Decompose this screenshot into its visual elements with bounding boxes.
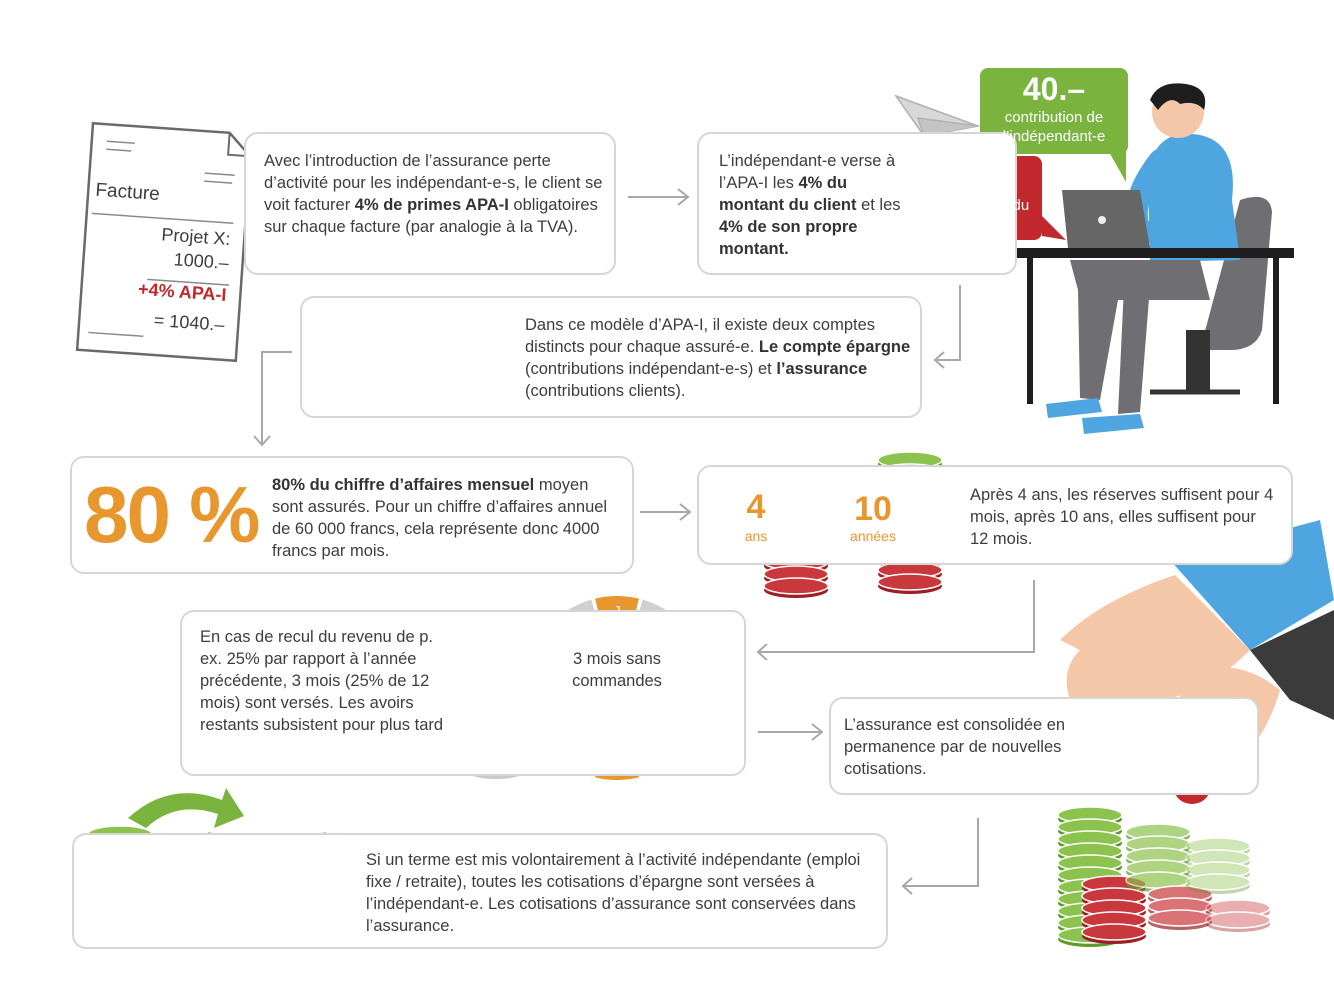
step-7-box <box>829 697 1259 795</box>
arrow-4-5 <box>640 503 692 521</box>
arrow-5-6 <box>756 580 1035 661</box>
step-7-text: L’assurance est consolidée en permanence… <box>844 716 1066 778</box>
step-6-box <box>180 610 746 776</box>
step-2-box <box>697 132 1017 275</box>
invoice-amount: 1000.– <box>173 249 230 274</box>
step-6-text: En cas de recul du revenu de p. ex. 25% … <box>200 628 444 734</box>
step-4-box <box>70 456 634 574</box>
green-curved-arrow-icon <box>128 788 244 828</box>
arrow-7-8 <box>901 818 979 895</box>
invoice-illustration <box>75 121 252 363</box>
invoice-project-label: Projet X: <box>160 224 232 250</box>
green-bubble-label: contribution de l’indépendant-e <box>1002 109 1106 145</box>
arrow-6-7 <box>758 723 824 741</box>
red-bubble: 40.– contribution du client <box>918 156 1042 234</box>
coin-towers-bottom-right <box>1057 806 1271 948</box>
step-4-text: 80% du chiffre d’affaires mensuel moyen … <box>272 476 608 560</box>
green-bubble-value: 40.– <box>1022 71 1086 107</box>
step-3-box <box>300 296 922 418</box>
step-5-box <box>697 465 1293 565</box>
step-8-box <box>72 833 888 949</box>
step-1-box <box>244 132 616 275</box>
arrow-3-4 <box>253 351 292 447</box>
wheel-center-label: 3 mois sans commandes <box>572 650 662 690</box>
invoice-text: Facture Projet X: 1000.– +4% APA-I = 104… <box>75 127 249 348</box>
step-2-text: L’indépendant-e verse à l’APA-I les 4% d… <box>719 152 901 258</box>
green-bubble: 40.– contribution de l’indépendant-e <box>980 68 1128 146</box>
red-bubble-value: 40.– <box>948 159 1012 195</box>
invoice-total: = 1040.– <box>153 310 226 335</box>
step-3-text: Dans ce modèle d’APA-I, il existe deux c… <box>525 316 911 400</box>
step-5-text: Après 4 ans, les réserves suffisent pour… <box>970 486 1274 548</box>
calendar-10-unit: années <box>850 528 896 544</box>
red-bubble-label: contribution du client <box>930 197 1030 233</box>
step-8-text: Si un terme est mis volontairement à l’a… <box>366 851 861 935</box>
eighty-percent-figure: 80 % <box>84 470 260 559</box>
step-1-text: Avec l’introduction de l’assurance perte… <box>264 152 603 236</box>
calendar-4-number: 4 <box>746 488 766 526</box>
person-at-desk-illustration <box>1008 83 1294 434</box>
arrow-1-2 <box>628 188 690 206</box>
calendar-10-number: 10 <box>854 490 892 528</box>
invoice-title: Facture <box>94 179 161 206</box>
invoice-surcharge: +4% APA-I <box>137 278 228 305</box>
calendar-4-unit: ans <box>744 528 768 544</box>
flow-arrows <box>253 188 1035 895</box>
arrow-2-3 <box>933 285 961 369</box>
green-bubble-shape <box>980 68 1128 182</box>
